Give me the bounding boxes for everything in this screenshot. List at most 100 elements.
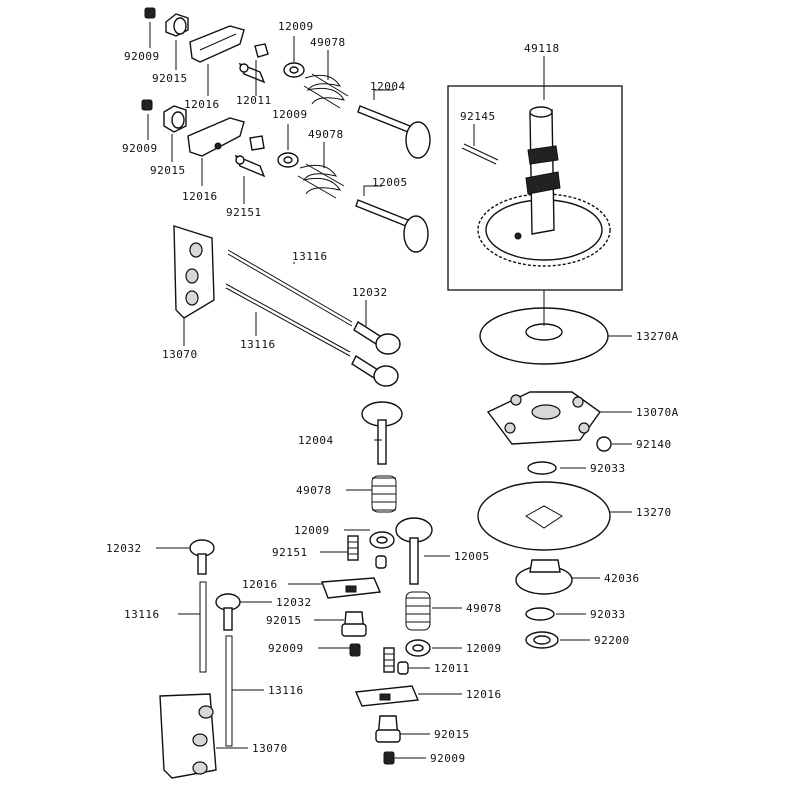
part-12032-top-tappet-2 [351, 354, 399, 387]
part-92151-second-stud [234, 154, 266, 178]
part-92140-ball [596, 436, 612, 452]
part-49078-center-spring [371, 475, 397, 513]
label-12011-b: 12011 [434, 662, 470, 675]
label-13116-c: 13116 [124, 608, 160, 621]
label-49078-b: 49078 [308, 128, 344, 141]
label-12009-a: 12009 [278, 20, 314, 33]
part-12016-lower-rocker [354, 685, 420, 707]
part-12009-second-retainer [277, 152, 299, 168]
leader-lines [147, 22, 632, 759]
label-12032-b: 12032 [106, 542, 142, 555]
part-12009-lower-retainer [405, 639, 431, 657]
label-42036: 42036 [604, 572, 640, 585]
part-12016-center-rocker [321, 577, 382, 599]
part-13070-top-plate [173, 225, 215, 319]
label-49078-d: 49078 [466, 602, 502, 615]
label-92009-c: 92009 [268, 642, 304, 655]
label-49078-c: 49078 [296, 484, 332, 497]
part-92009-second-nut [141, 99, 153, 111]
label-12005-b: 12005 [454, 550, 490, 563]
label-92033-b: 92033 [590, 608, 626, 621]
part-13070-bottom-plate [159, 693, 217, 779]
label-12016-b: 12016 [182, 190, 218, 203]
label-92151-a: 92151 [226, 206, 262, 219]
part-92151-lower-stud [383, 647, 395, 673]
part-92009-lower-nut [383, 751, 395, 765]
part-12011-lower-pivot [397, 661, 409, 675]
part-49078-lower-spring [405, 591, 431, 631]
label-92015-c: 92015 [266, 614, 302, 627]
label-12016-d: 12016 [466, 688, 502, 701]
label-12005-a: 12005 [372, 176, 408, 189]
part-49078-top-spring [303, 73, 349, 109]
label-12011-a: 12011 [236, 94, 272, 107]
label-12009-c: 12009 [294, 524, 330, 537]
part-92015-second-adjuster [163, 105, 187, 133]
part-49078-second-spring [297, 163, 345, 199]
part-92145-spring-pin [461, 143, 499, 165]
part-13116-left-pushrod-2 [225, 635, 233, 747]
label-92140: 92140 [636, 438, 672, 451]
part-12016-second-rocker [187, 117, 245, 157]
label-92009-d: 92009 [430, 752, 466, 765]
part-12005-center-valve [395, 517, 433, 585]
label-49078-a: 49078 [310, 36, 346, 49]
part-92015-top-adjuster [165, 13, 189, 37]
label-13270: 13270 [636, 506, 672, 519]
part-12011-top-pivot [254, 43, 269, 58]
part-12009-center-retainer [369, 531, 395, 549]
part-12009-top-retainer [283, 62, 305, 78]
part-12032-left-tappet-2 [215, 593, 241, 631]
label-92009-b: 92009 [122, 142, 158, 155]
part-13116-top-pushrod-1 [227, 249, 353, 327]
part-12005-top-valve [355, 199, 429, 253]
label-12009-b: 12009 [272, 108, 308, 121]
part-12032-top-tappet-1 [353, 320, 401, 355]
part-13116-top-pushrod-2 [225, 283, 351, 357]
part-12032-left-tappet-1 [189, 539, 215, 575]
label-13270A: 13270A [636, 330, 679, 343]
part-92015-center-adjuster [341, 611, 367, 637]
part-92151-center-stud [347, 535, 359, 561]
label-92151-b: 92151 [272, 546, 308, 559]
part-12011-center-pivot [375, 555, 387, 569]
label-12016-c: 12016 [242, 578, 278, 591]
part-12011-second-pivot [249, 135, 265, 151]
label-92009-a: 92009 [124, 50, 160, 63]
label-92015-b: 92015 [150, 164, 186, 177]
part-12004-top-valve [357, 105, 431, 159]
part-13070A-weight-plate [486, 391, 601, 445]
label-92015-a: 92015 [152, 72, 188, 85]
part-13116-left-pushrod-1 [199, 581, 207, 673]
label-13116-d: 13116 [268, 684, 304, 697]
part-labels: 92009 92015 12016 12009 49078 12004 1201… [106, 20, 679, 765]
label-92015-d: 92015 [434, 728, 470, 741]
label-12016-a: 12016 [184, 98, 220, 111]
part-92200-washer [525, 631, 559, 649]
camshaft-box [447, 85, 623, 291]
label-12004-a: 12004 [370, 80, 406, 93]
part-92009-center-nut [349, 643, 361, 657]
part-49118-camshaft [477, 106, 611, 267]
label-13116-a: 13116 [292, 250, 328, 263]
label-92033-a: 92033 [590, 462, 626, 475]
part-92009-top-nut [144, 7, 156, 19]
label-92200: 92200 [594, 634, 630, 647]
label-13070A: 13070A [636, 406, 679, 419]
label-92145: 92145 [460, 110, 496, 123]
label-13070-b: 13070 [252, 742, 288, 755]
label-12032-a: 12032 [352, 286, 388, 299]
part-92015-lower-adjuster [375, 715, 401, 743]
part-92033-top-circlip [527, 461, 557, 475]
label-12009-d: 12009 [466, 642, 502, 655]
label-49118: 49118 [524, 42, 560, 55]
part-13270-cup [477, 481, 611, 551]
label-12032-c: 12032 [276, 596, 312, 609]
label-13116-b: 13116 [240, 338, 276, 351]
part-12016-top-rocker [189, 25, 245, 63]
label-12004-b: 12004 [298, 434, 334, 447]
label-13070-a: 13070 [162, 348, 198, 361]
part-42036-sprocket [515, 559, 573, 595]
